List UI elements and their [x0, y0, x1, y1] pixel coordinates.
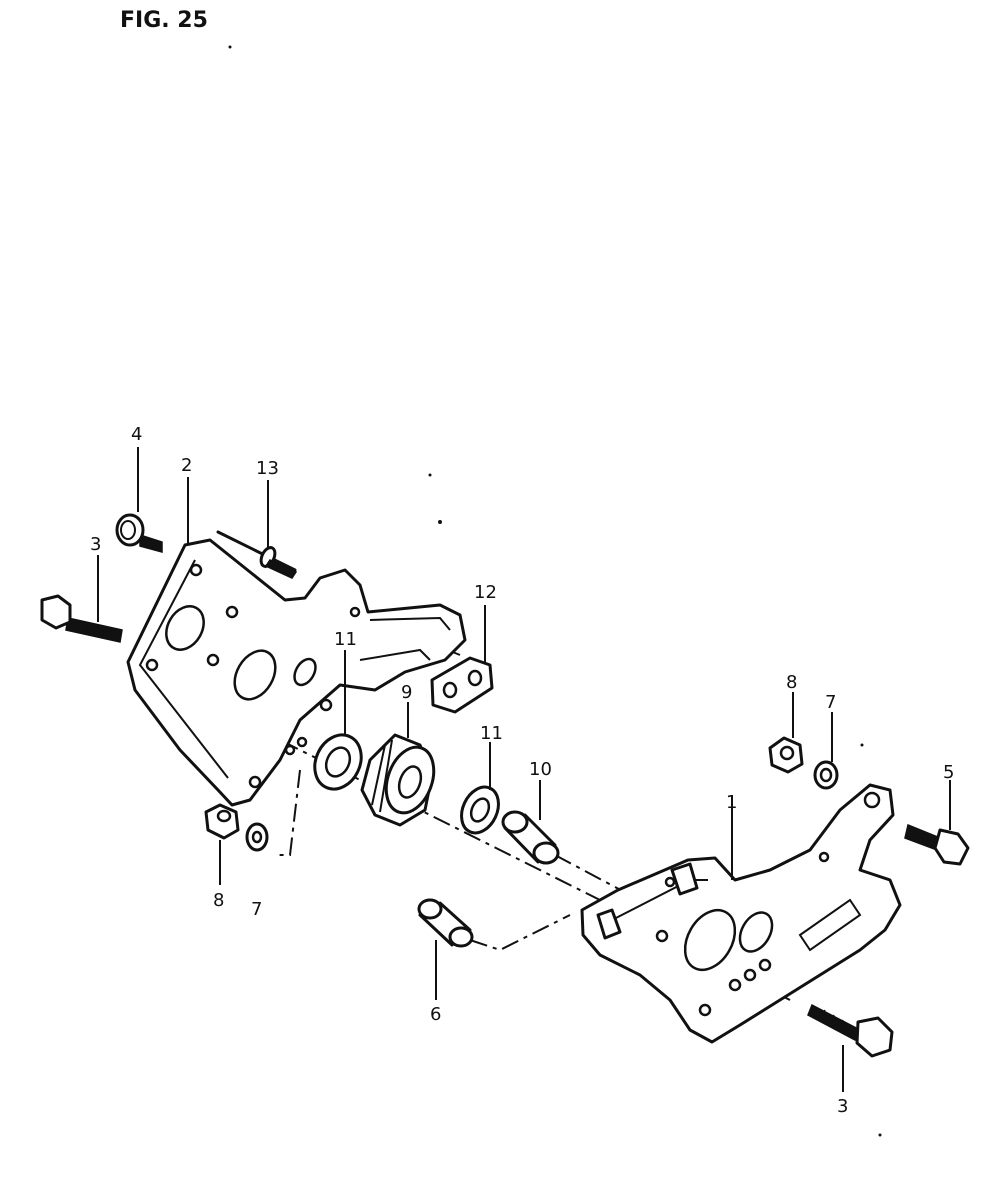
callout-8-left: 8: [213, 890, 224, 911]
bolt-5: [904, 823, 970, 866]
figure-title: FIG. 25: [120, 8, 208, 33]
bracket-1: [580, 783, 902, 1044]
callout-9: 9: [401, 682, 412, 703]
callout-1: 1: [726, 792, 737, 813]
nut-8-right: [768, 736, 804, 774]
callout-12: 12: [474, 582, 497, 603]
washer-11-lower: [460, 785, 500, 835]
callout-13: 13: [256, 458, 279, 479]
callout-10: 10: [529, 759, 552, 780]
callout-7-right: 7: [825, 692, 836, 713]
collar-6: [417, 898, 474, 948]
pin-13: [216, 530, 298, 579]
speck: [428, 473, 432, 477]
bushing-9: [360, 733, 436, 827]
callout-3-left: 3: [90, 534, 101, 555]
nut-8-left: [204, 803, 240, 840]
callout-11-upper: 11: [334, 629, 357, 650]
callout-11-lower: 11: [480, 723, 503, 744]
collar-10: [501, 810, 560, 865]
speck: [860, 743, 864, 747]
callout-8-right: 8: [786, 672, 797, 693]
bolt-4: [115, 513, 163, 553]
bolt-3-right: [807, 1003, 894, 1058]
callout-6: 6: [430, 1004, 441, 1025]
clamp-plate-12: [430, 656, 494, 714]
callout-leaders: [97, 447, 951, 1092]
speck: [228, 45, 232, 49]
washer-7-right: [813, 760, 839, 790]
callout-5: 5: [943, 762, 954, 783]
washer-11-upper: [313, 733, 363, 791]
callout-labels: 4 2 13 3 12 11 9 11 10 8 7 5 1 8 7 6 3: [90, 424, 954, 1117]
callout-7-left: 7: [251, 899, 262, 920]
callout-2: 2: [181, 455, 192, 476]
bracket-2: [126, 538, 467, 807]
speck: [878, 1133, 882, 1137]
callout-3-right: 3: [837, 1096, 848, 1117]
speck: [438, 520, 442, 524]
callout-4: 4: [131, 424, 142, 445]
washer-7-left: [245, 822, 269, 852]
bolt-3-left: [40, 594, 123, 643]
